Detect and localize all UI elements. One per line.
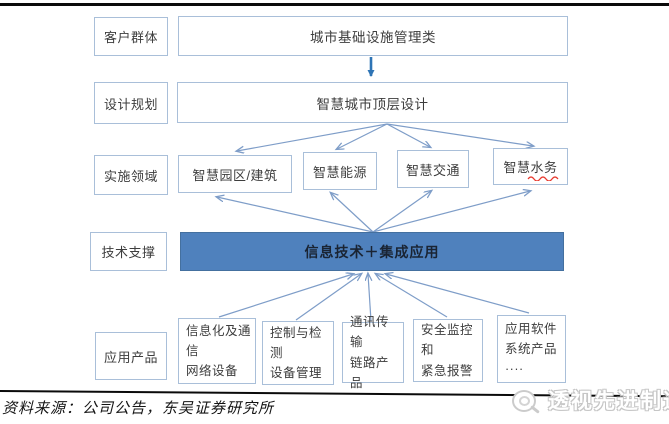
magnifier-icon <box>506 386 544 418</box>
node-smart-energy: 智慧能源 <box>303 152 377 190</box>
node-transmission-link-products: 通讯传输 链路产品 <box>342 315 404 390</box>
category-label: 实施领域 <box>103 168 158 184</box>
node-application-software-products: 应用软件 系统产品 ···· <box>497 315 566 383</box>
node-label: 智慧能源 <box>312 164 367 180</box>
source-note: 资料来源：公司公告，东吴证券研究所 <box>2 401 275 417</box>
category-design-planning: 设计规划 <box>94 82 168 124</box>
node-smart-park-building: 智慧园区/建筑 <box>178 155 292 193</box>
node-label: 智慧交通 <box>405 162 460 178</box>
node-security-monitoring-alarm: 安全监控和 紧急报警 <box>413 319 483 382</box>
watermark-text: 透视先进制造 <box>548 390 669 413</box>
node-urban-infrastructure-mgmt: 城市基础设施管理类 <box>178 16 568 56</box>
node-label: 城市基础设施管理类 <box>310 30 436 45</box>
node-smart-transport: 智慧交通 <box>397 150 469 188</box>
node-label: 信息技术＋集成应用 <box>304 243 440 260</box>
spellcheck-underline <box>527 176 559 181</box>
magnifier-handle <box>530 405 540 414</box>
node-label: 智慧水务 <box>503 160 558 175</box>
node-it-integration-bar: 信息技术＋集成应用 <box>180 232 564 271</box>
category-label: 设计规划 <box>103 96 158 112</box>
node-label: 安全监控和 紧急报警 <box>421 323 474 378</box>
category-label: 应用产品 <box>103 349 158 365</box>
node-smart-city-top-design: 智慧城市顶层设计 <box>177 82 568 123</box>
node-label: 智慧城市顶层设计 <box>316 96 429 112</box>
node-control-detection-equipment: 控制与检测 设备管理 <box>262 321 334 385</box>
node-info-network-equipment: 信息化及通信 网络设备 <box>178 318 256 384</box>
node-label: 控制与检测 设备管理 <box>270 325 323 381</box>
node-label: 智慧园区/建筑 <box>192 167 278 183</box>
node-label: 信息化及通信 网络设备 <box>186 323 252 379</box>
category-technical-support: 技术支撑 <box>90 232 167 271</box>
category-customer-groups: 客户群体 <box>94 17 168 56</box>
top-rule <box>0 3 669 6</box>
category-implementation-fields: 实施领域 <box>94 155 168 195</box>
category-label: 客户群体 <box>103 30 158 45</box>
node-label: 通讯传输 链路产品 <box>350 315 390 390</box>
category-application-products: 应用产品 <box>95 332 167 380</box>
node-smart-water: 智慧水务 <box>493 148 568 185</box>
magnifier-pupil <box>519 396 530 406</box>
node-label: 应用软件 系统产品 ···· <box>505 321 558 377</box>
category-label: 技术支撑 <box>101 245 156 260</box>
